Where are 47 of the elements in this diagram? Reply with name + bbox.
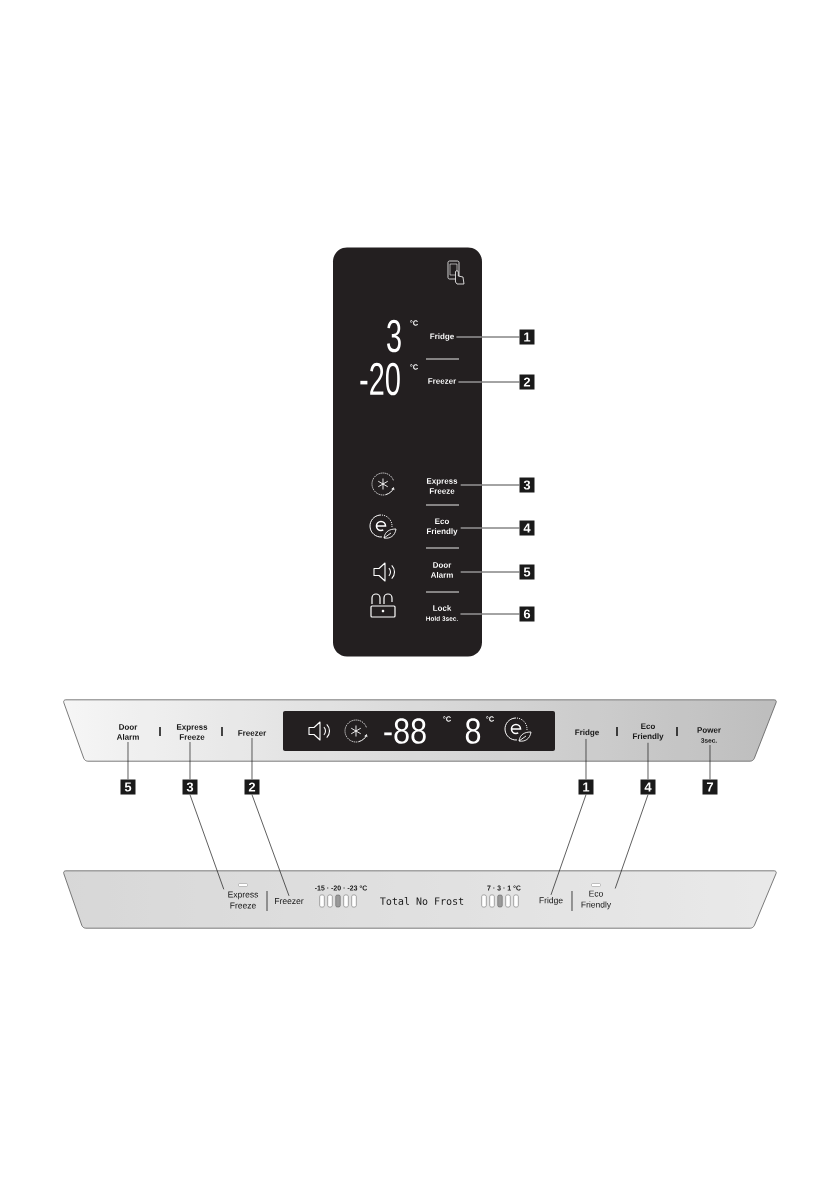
leader-line: [460, 484, 520, 486]
function-label: Express Freeze: [176, 724, 208, 740]
callout-number: 7: [702, 779, 718, 795]
function-label: Express Freeze: [426, 478, 458, 494]
panel-lettering: Total No Frost: [380, 897, 464, 905]
leader-line: [585, 738, 587, 780]
function-label: Fridge: [575, 729, 599, 737]
leader-line: [251, 794, 290, 897]
function-label: Eco Friendly: [632, 723, 664, 741]
leader-line: [127, 741, 129, 780]
function-label: Eco Friendly: [581, 890, 612, 910]
leader-line: [456, 336, 520, 338]
function-label: Freezer: [275, 898, 304, 904]
callout-number: 2: [519, 374, 535, 390]
function-label: Fridge: [430, 333, 454, 341]
temperature-readout: 8: [465, 718, 481, 744]
function-label: Freezer: [428, 378, 457, 384]
leader-line: [647, 742, 649, 780]
leader-line: [189, 794, 225, 890]
callout-number: 3: [182, 779, 198, 795]
callout-number: 1: [519, 329, 535, 345]
leader-line: [189, 741, 191, 780]
callout-number: 6: [519, 606, 535, 622]
callout-number: 5: [519, 564, 535, 580]
temperature-readout: -88: [384, 718, 426, 744]
temperature-readout: -20: [360, 362, 400, 396]
leader-line: [709, 744, 711, 780]
callout-number: 1: [578, 779, 594, 795]
callout-number: 2: [244, 779, 260, 795]
callout-number: 4: [519, 520, 535, 536]
leader-line: [614, 794, 649, 889]
callout-number: 4: [640, 779, 656, 795]
leader-line: [251, 737, 253, 780]
leader-line: [460, 527, 520, 529]
function-label: Fridge: [539, 897, 563, 905]
callout-number: 5: [120, 779, 136, 795]
function-label: Eco Friendly: [426, 518, 458, 536]
leader-line: [550, 794, 587, 896]
leader-line: [460, 613, 520, 615]
function-label: Door Alarm: [430, 562, 453, 578]
function-label: Express Freeze: [228, 891, 259, 909]
leader-line: [458, 381, 520, 383]
function-label: Freezer: [238, 730, 267, 736]
leader-line: [460, 571, 520, 573]
temperature-readout: 3: [387, 319, 401, 353]
function-label: Door Alarm: [116, 724, 139, 740]
callout-number: 3: [519, 477, 535, 493]
